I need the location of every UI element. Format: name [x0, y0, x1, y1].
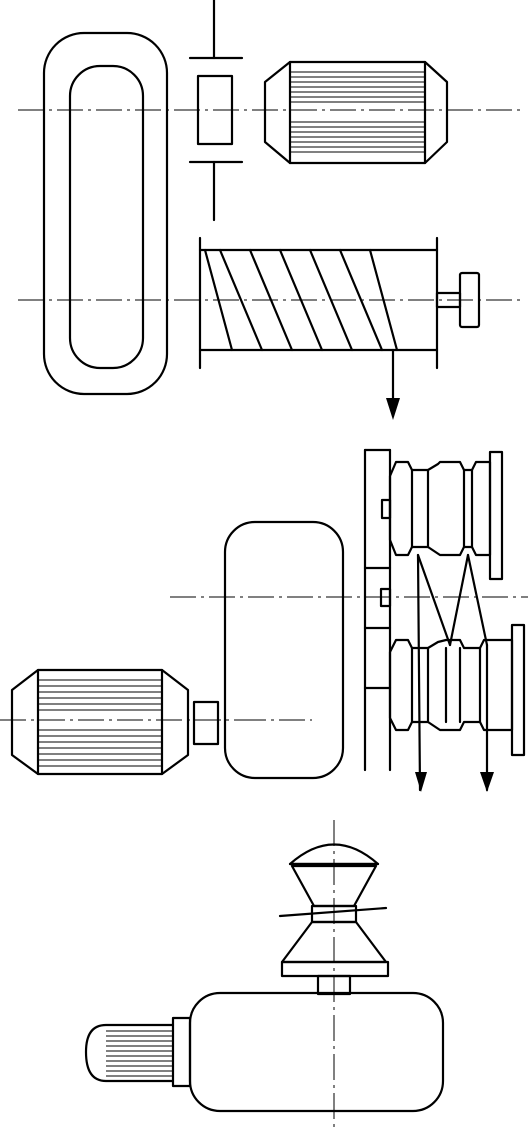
motor-fins-middle — [38, 679, 162, 767]
coupling-shaft — [188, 0, 244, 222]
motor-fins-bottom — [106, 1030, 173, 1077]
double-capstan — [388, 450, 526, 792]
electric-motor-top — [263, 60, 449, 165]
motor-fins-top — [290, 71, 425, 153]
output-arrow-top — [386, 348, 400, 420]
guide-sheave — [278, 820, 390, 1127]
adjust-knob — [435, 271, 481, 329]
screw-traverse — [198, 236, 439, 370]
output-arrows-middle — [415, 772, 494, 792]
electric-motor-bottom — [84, 991, 445, 1113]
electric-motor-middle — [0, 668, 240, 776]
gearbox — [223, 520, 345, 780]
drum-coil-reel — [18, 31, 520, 396]
